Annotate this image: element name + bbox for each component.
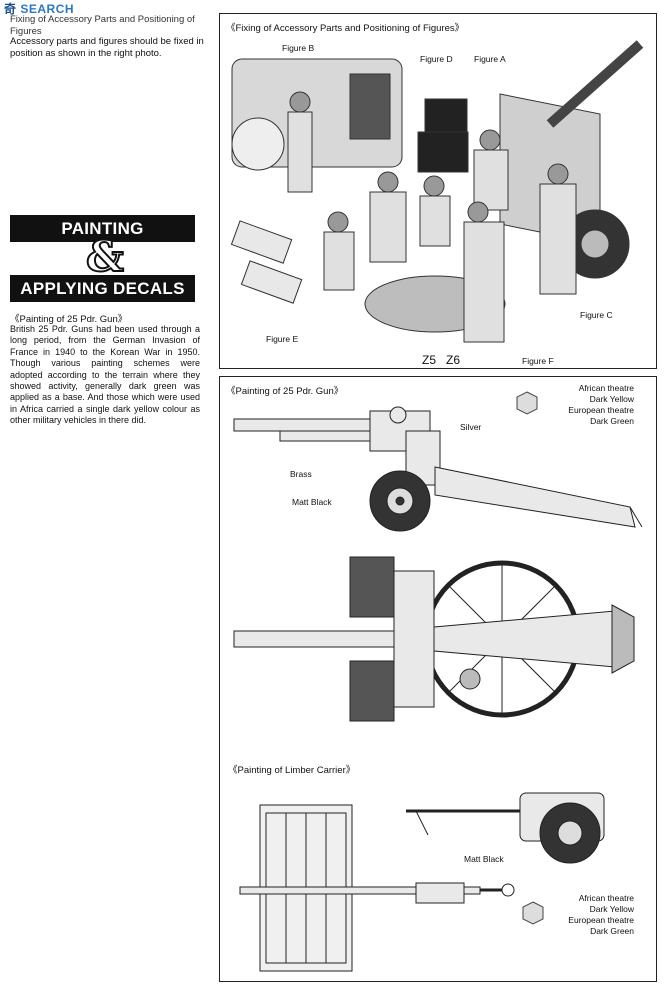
heading-ampersand: & xyxy=(85,232,125,281)
limber-painting-title: 《Painting of Limber Carrier》 xyxy=(228,765,356,776)
color-swatch-icon xyxy=(516,391,538,415)
watermark: 奇 SEARCH xyxy=(4,0,74,17)
gun-color-legend: African theatre Dark Yellow European the… xyxy=(538,383,634,427)
painting-heading: PAINTING & APPLYING DECALS xyxy=(10,215,195,302)
gun-side-view xyxy=(233,406,643,532)
label-figure-d: Figure D xyxy=(420,54,453,64)
legend-european: European theatre xyxy=(568,405,634,415)
limber-legend-european-color: Dark Green xyxy=(590,926,634,936)
label-z6: Z6 xyxy=(446,353,461,367)
watermark-part1: 奇 xyxy=(4,2,17,16)
label-figure-e: Figure E xyxy=(266,334,299,344)
label-limber-matt-black: Matt Black xyxy=(464,854,504,864)
heading-line2: APPLYING DECALS xyxy=(10,275,195,302)
gun-top-view xyxy=(233,556,635,722)
watermark-part2: SEARCH xyxy=(20,2,75,16)
intro-title: Fixing of Accessory Parts and Positionin… xyxy=(10,14,195,37)
label-figure-c: Figure C xyxy=(580,310,613,320)
heading-line1: PAINTING xyxy=(10,215,195,242)
photo-panel-title: 《Fixing of Accessory Parts and Positioni… xyxy=(226,23,465,34)
label-brass: Brass xyxy=(290,469,312,479)
gun-painting-title: 《Painting of 25 Pdr. Gun》 xyxy=(226,386,344,397)
limber-legend-european: European theatre xyxy=(568,915,634,925)
label-silver: Silver xyxy=(460,422,482,432)
limber-carrier-diagrams xyxy=(239,792,605,972)
figures-photo xyxy=(230,40,644,343)
label-z5: Z5 xyxy=(422,353,437,367)
legend-african-color: Dark Yellow xyxy=(589,394,634,404)
label-figure-a: Figure A xyxy=(474,54,506,64)
photo-panel: 《Fixing of Accessory Parts and Positioni… xyxy=(219,13,657,369)
limber-legend-african-color: Dark Yellow xyxy=(589,904,634,914)
gun-text-body: British 25 Pdr. Guns had been used throu… xyxy=(10,324,200,426)
legend-european-color: Dark Green xyxy=(590,416,634,426)
label-figure-f: Figure F xyxy=(522,356,554,366)
label-matt-black: Matt Black xyxy=(292,497,332,507)
label-figure-b: Figure B xyxy=(282,43,315,53)
limber-color-legend: African theatre Dark Yellow European the… xyxy=(538,893,634,937)
limber-color-swatch-icon xyxy=(522,901,544,925)
legend-african: African theatre xyxy=(578,383,634,393)
intro-body: Accessory parts and figures should be fi… xyxy=(10,36,204,59)
limber-legend-african: African theatre xyxy=(578,893,634,903)
gun-text-title: 《Painting of 25 Pdr. Gun》 xyxy=(10,314,128,325)
painting-diagram-panel: 《Painting of 25 Pdr. Gun》 African theatr… xyxy=(219,376,657,982)
